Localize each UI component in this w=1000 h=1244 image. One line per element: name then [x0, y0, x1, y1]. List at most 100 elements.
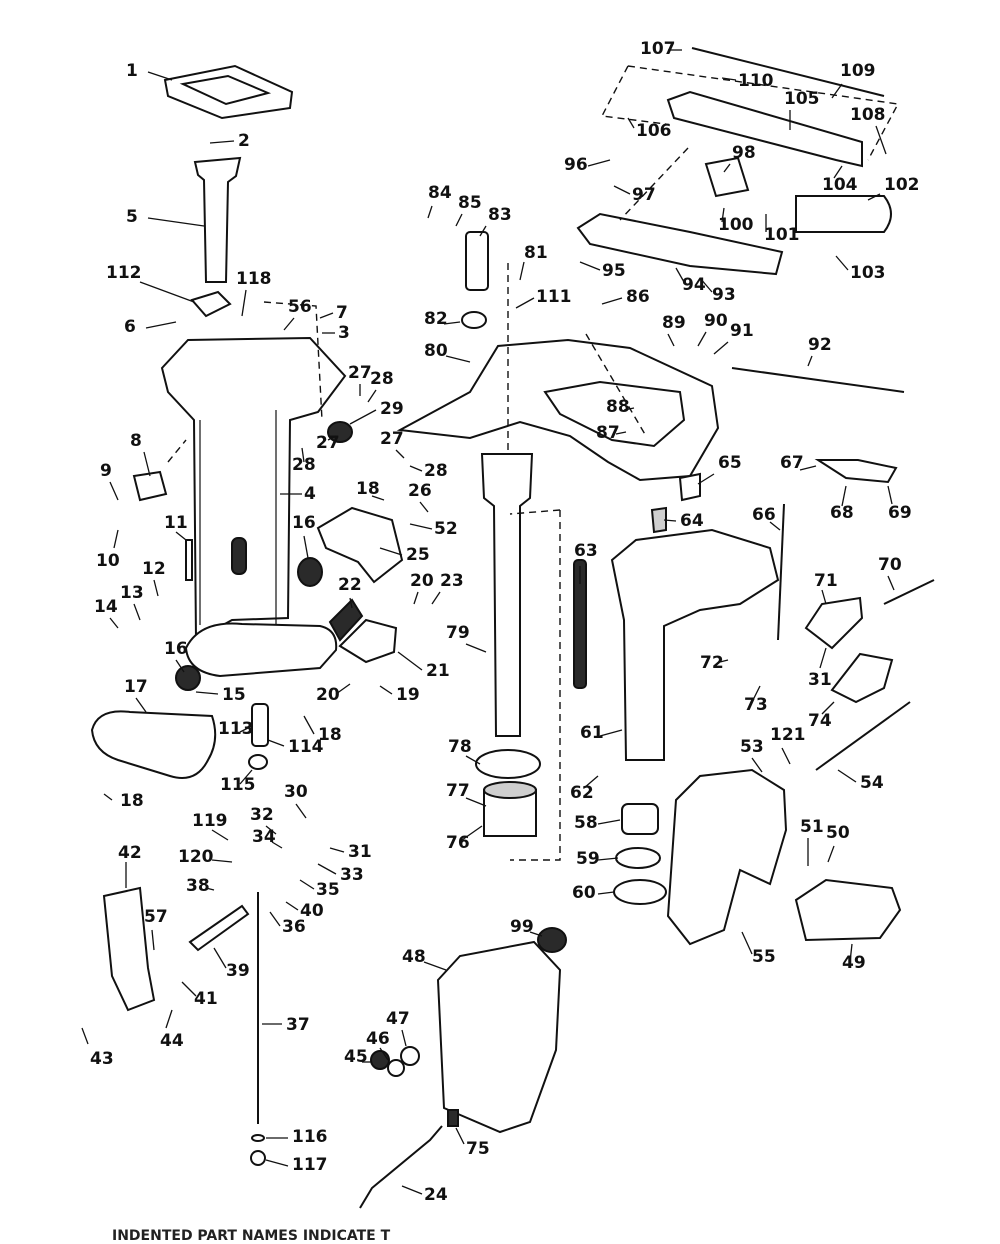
leader-line-10	[113, 529, 119, 549]
leader-line-87	[615, 431, 627, 435]
callout-115: 115	[220, 775, 256, 795]
leader-line-23	[431, 591, 441, 605]
leader-line-19	[379, 685, 393, 695]
callout-73: 73	[744, 695, 768, 715]
leader-line-46	[379, 1047, 389, 1061]
leader-line-66	[769, 521, 781, 531]
leader-line-91	[713, 341, 729, 355]
callout-55: 55	[752, 947, 776, 967]
leader-line-15	[195, 691, 219, 695]
leader-line-72	[719, 659, 729, 663]
leader-line-95	[579, 261, 601, 271]
callout-8: 8	[130, 431, 142, 451]
leader-line-61	[599, 729, 623, 737]
callouts: 1234567891011121314151616171818181920202…	[81, 39, 920, 1205]
leader-line-94	[675, 267, 685, 283]
callout-30: 30	[284, 782, 308, 802]
leader-line-114	[267, 739, 285, 747]
callout-43: 43	[90, 1049, 114, 1069]
callout-121: 121	[770, 725, 806, 745]
callout-103: 103	[850, 263, 886, 283]
callout-7: 7	[336, 303, 348, 323]
leader-line-56	[283, 317, 295, 331]
callout-27a: 27	[348, 363, 372, 383]
leader-line-1	[147, 71, 173, 81]
leader-line-62	[583, 775, 599, 789]
callout-58: 58	[574, 813, 598, 833]
leader-line-55	[741, 931, 753, 955]
callout-29: 29	[380, 399, 404, 419]
callout-76: 76	[446, 833, 470, 853]
footer-note: INDENTED PART NAMES INDICATE T	[112, 1228, 391, 1244]
callout-10: 10	[96, 551, 120, 571]
leader-line-17	[135, 697, 147, 713]
leader-line-8	[143, 451, 151, 477]
callout-52: 52	[434, 519, 458, 539]
callout-18a: 18	[120, 791, 144, 811]
leader-line-40	[285, 901, 299, 911]
leader-line-28a	[367, 389, 377, 403]
callout-71: 71	[814, 571, 838, 591]
leader-line-102	[867, 193, 881, 201]
callout-16b: 16	[292, 513, 316, 533]
leader-line-43	[81, 1027, 89, 1045]
callout-84: 84	[428, 183, 452, 203]
callout-20b: 20	[410, 571, 434, 591]
callout-87: 87	[596, 423, 620, 443]
callout-67: 67	[780, 453, 804, 473]
callout-110: 110	[738, 71, 774, 91]
callout-33: 33	[340, 865, 364, 885]
leader-line-120	[211, 859, 233, 863]
leader-line-31b	[819, 647, 827, 669]
callout-89: 89	[662, 313, 686, 333]
callout-65: 65	[718, 453, 742, 473]
callout-93: 93	[712, 285, 736, 305]
leader-line-80	[445, 355, 471, 363]
leader-line-25	[379, 547, 403, 556]
callout-81: 81	[524, 243, 548, 263]
leader-line-113	[239, 725, 253, 733]
callout-112: 112	[106, 263, 142, 283]
leader-line-83	[479, 225, 487, 237]
leader-line-41	[181, 981, 197, 997]
leader-line-70	[887, 575, 895, 591]
leader-line-36	[269, 911, 281, 927]
leader-line-90	[697, 331, 707, 347]
callout-23: 23	[440, 571, 464, 591]
callout-106: 106	[636, 121, 672, 141]
callout-15: 15	[222, 685, 246, 705]
leader-line-16a	[175, 659, 185, 673]
callout-82: 82	[424, 309, 448, 329]
leader-line-117	[265, 1159, 289, 1167]
leader-line-64	[663, 519, 677, 522]
leader-line-53	[751, 757, 763, 773]
callout-21: 21	[426, 661, 450, 681]
callout-11: 11	[164, 513, 188, 533]
leader-line-92	[807, 355, 813, 367]
callout-44: 44	[160, 1031, 184, 1051]
leader-line-77	[465, 797, 487, 807]
callout-70: 70	[878, 555, 902, 575]
leader-line-103	[835, 255, 849, 271]
callout-120: 120	[178, 847, 214, 867]
leader-line-109	[831, 83, 843, 99]
callout-12: 12	[142, 559, 166, 579]
leader-line-89	[667, 333, 675, 347]
callout-104: 104	[822, 175, 858, 195]
leader-line-33	[317, 863, 337, 875]
callout-36: 36	[282, 917, 306, 937]
callout-18b: 18	[318, 725, 342, 745]
leader-line-60	[597, 891, 615, 895]
callout-24: 24	[424, 1185, 448, 1205]
callout-18c: 18	[356, 479, 380, 499]
leader-line-108	[875, 125, 887, 155]
callout-85: 85	[458, 193, 482, 213]
callout-49: 49	[842, 953, 866, 973]
leader-line-28b	[301, 447, 305, 463]
leader-line-31a	[329, 847, 345, 853]
callout-64: 64	[680, 511, 704, 531]
leader-line-69	[887, 485, 893, 505]
callout-46: 46	[366, 1029, 390, 1049]
callout-27b: 27	[316, 433, 340, 453]
callout-108: 108	[850, 105, 886, 125]
